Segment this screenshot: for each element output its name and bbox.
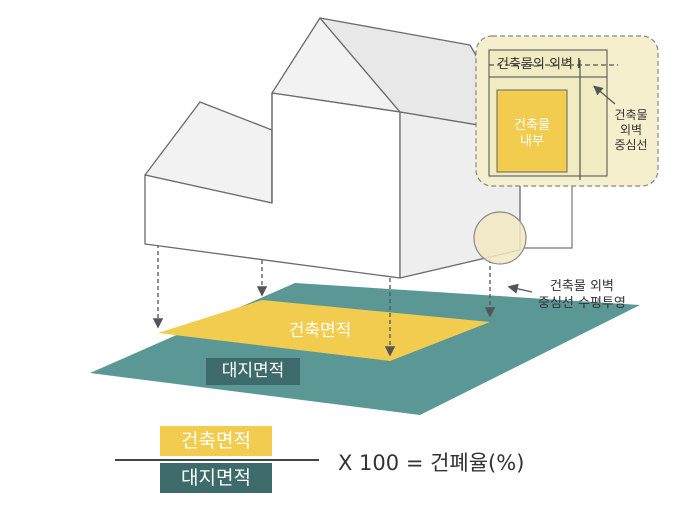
formula-denominator: 대지면적 xyxy=(160,463,272,493)
site-area-label: 대지면적 xyxy=(206,358,300,385)
projection-line-2: 중심선 수평투영 xyxy=(538,295,626,311)
magnifier-circle xyxy=(473,211,527,265)
center-line-2: 외벽 xyxy=(619,123,643,137)
formula-numerator: 건축면적 xyxy=(160,426,272,456)
projection-pointer xyxy=(507,283,533,294)
center-line-3: 중심선 xyxy=(614,138,648,152)
wall-center-label: 건축물 외벽 중심선 xyxy=(606,108,656,153)
wall-outer-label: 건축물의 외벽 I xyxy=(497,53,581,72)
center-line-1: 건축물 xyxy=(614,108,648,122)
projection-line-1: 건축물 외벽 xyxy=(549,279,614,294)
wall-outer-suffix: I xyxy=(577,57,581,72)
projection-label: 건축물 외벽 중심선 수평투영 xyxy=(538,279,626,313)
formula-expression: X 100 = 건폐율(%) xyxy=(338,451,525,475)
building-interior-label: 건축물 내부 xyxy=(500,118,564,151)
fraction-bar xyxy=(115,459,319,461)
wall-outer-text: 건축물의 외벽 xyxy=(497,57,573,72)
building-area-label: 건축면적 xyxy=(274,318,366,344)
detail-callout xyxy=(475,35,659,187)
interior-line-2: 내부 xyxy=(520,134,544,150)
callout-leader xyxy=(524,186,573,249)
building-3d xyxy=(144,17,521,279)
interior-line-1: 건축물 xyxy=(514,118,550,133)
